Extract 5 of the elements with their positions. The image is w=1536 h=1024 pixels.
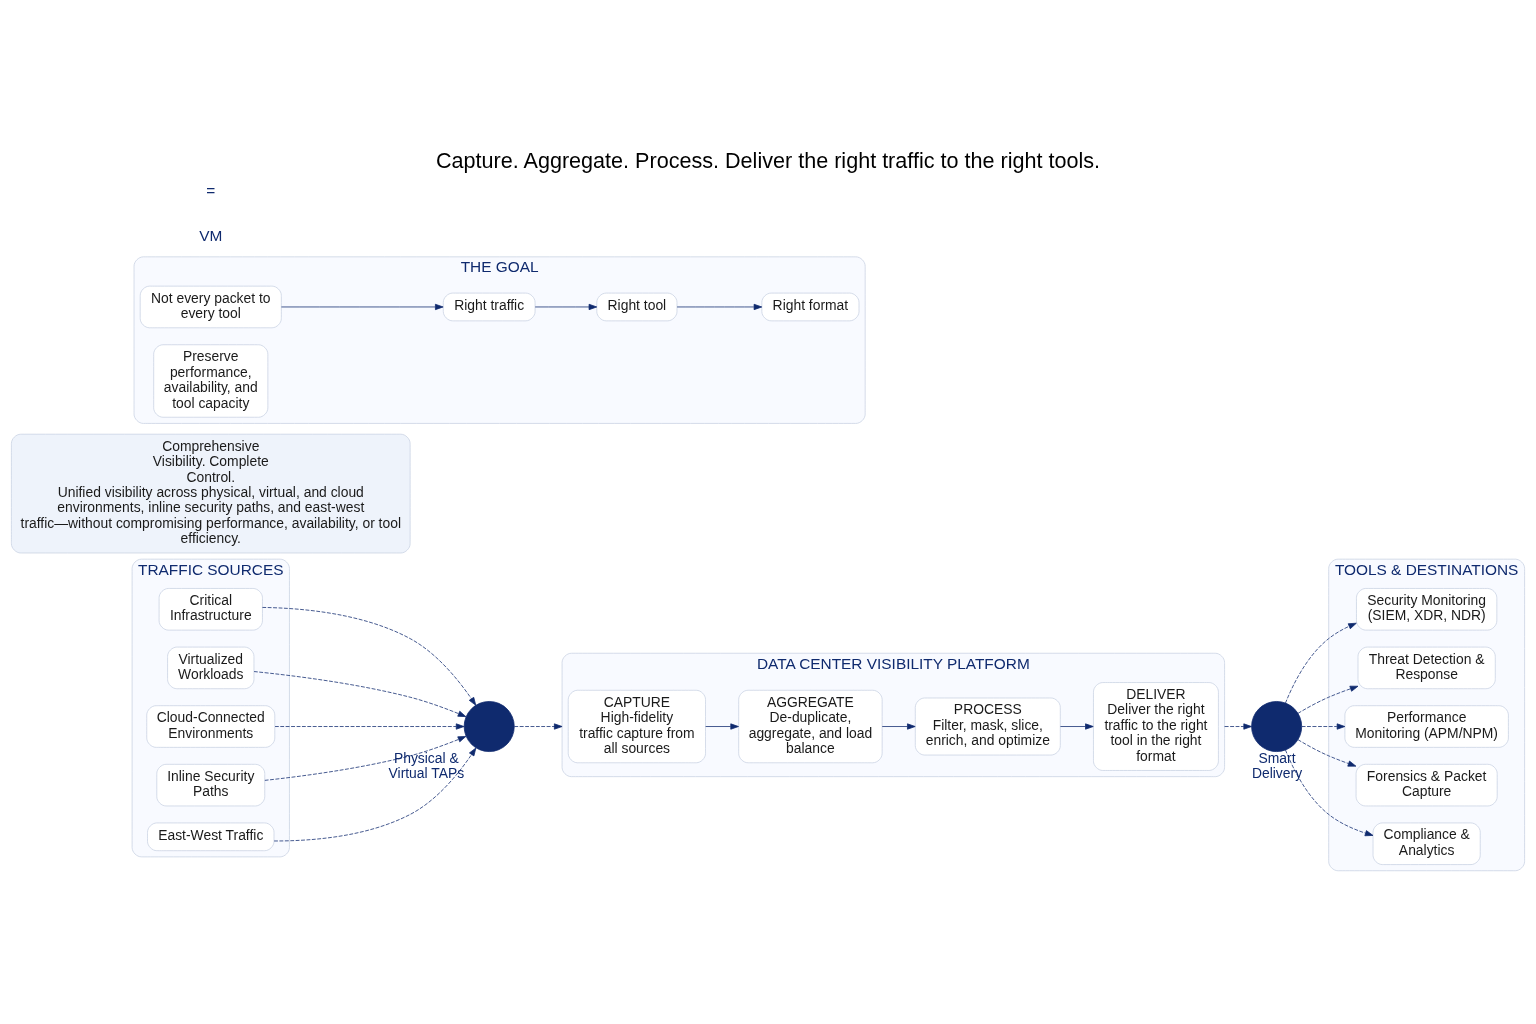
node-label: Physical & Virtual TAPs bbox=[388, 749, 465, 781]
label: VM bbox=[199, 226, 223, 244]
diagram-title: Capture. Aggregate. Process. Deliver the right traffic to the right tools. bbox=[435, 147, 1101, 173]
label: = bbox=[206, 181, 216, 199]
node-label: Smart Delivery bbox=[1251, 749, 1303, 781]
